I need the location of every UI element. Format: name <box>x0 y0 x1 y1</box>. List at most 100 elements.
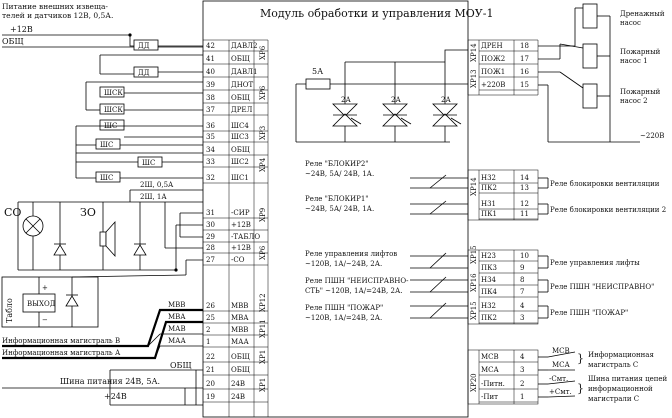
pin-label: ПК4 <box>481 288 498 296</box>
pshn-fire-out: Реле ПШН "ПОЖАР" <box>550 309 628 317</box>
connector-label: ХР15 <box>470 301 478 320</box>
pin-number: 35 <box>206 133 215 141</box>
thyristor: 2А <box>332 96 362 127</box>
pin-label: ОБЩ <box>231 366 250 374</box>
connector-label: ХР15 <box>470 245 478 264</box>
pin-number: 41 <box>206 55 215 63</box>
obsh-label-2: ОБЩ <box>170 361 192 370</box>
relay-lift-l2: ~120В, 1А/~24В, 2А. <box>305 260 382 268</box>
svg-text:+: + <box>42 284 48 292</box>
pin-number: 30 <box>206 221 215 229</box>
info-c-desc2-l3: магистрали С <box>588 395 639 403</box>
pin-label: -ТАБЛО <box>231 233 260 241</box>
pin-number: 36 <box>206 122 215 130</box>
current-label-2: 2Ш, 1А <box>140 193 167 201</box>
info-mag-b: Информационная магистраль В <box>2 337 120 345</box>
exit-box-label: ВЫХОД <box>27 300 56 308</box>
pin-number: 10 <box>520 252 529 260</box>
pin-label: ОБЩ <box>231 353 250 361</box>
pin-number: 38 <box>206 94 215 102</box>
pin-number: 14 <box>520 174 529 182</box>
tablo-block: Табло ВЫХОД + − <box>1 276 99 328</box>
connector-label: ХР4 <box>259 157 267 172</box>
svg-text:ШСК: ШСК <box>104 106 123 114</box>
plus24-label: +24В <box>104 392 127 401</box>
diode-icon <box>53 202 67 270</box>
relay-lift-l1: Реле управления лифтов <box>305 250 397 258</box>
pin-label: Н32 <box>481 174 496 182</box>
sensor-box: ШСК <box>99 103 125 115</box>
pin-label: -СО <box>231 256 245 264</box>
pin-number: 28 <box>206 244 215 252</box>
connector-label: ХР14 <box>470 177 478 196</box>
pin-label: ШС4 <box>231 122 249 130</box>
pin-label: -Пит <box>481 393 498 401</box>
pin-label: ОБЩ <box>231 55 250 63</box>
pin-label: +12В <box>231 244 251 252</box>
pin-label: ШС3 <box>231 133 249 141</box>
power-bus-label: Шина питания 24В, 5А. <box>60 377 160 386</box>
pin-label: МВВ <box>231 326 248 334</box>
pin-number: 7 <box>520 288 524 296</box>
info-mag-a: Информационная магистраль А <box>2 349 121 357</box>
info-c-desc1-l1: Информационная <box>588 351 654 359</box>
power-note-line2: телей и датчиков 12В, 0,5А. <box>2 11 113 20</box>
pin-number: 20 <box>206 380 215 388</box>
connector-label: ХР16 <box>470 273 478 292</box>
relay-contact <box>410 302 468 319</box>
pin-number: 3 <box>520 314 524 322</box>
sensor-bus <box>75 35 203 179</box>
zo-label: ЗО <box>80 206 96 219</box>
pin-label: 24В <box>231 393 245 401</box>
pin-label: ОБЩ <box>231 146 250 154</box>
pump-drain-l1: Дренажный <box>620 10 665 18</box>
pin-block-frame <box>467 249 539 325</box>
pin-label: ПК3 <box>481 264 497 272</box>
pin-label: Н34 <box>481 276 497 284</box>
pin-label: -Питн. <box>481 380 505 388</box>
relay-block2-l1: Реле "БЛОКИР2" <box>305 160 369 168</box>
pin-number: 16 <box>520 68 529 76</box>
siren-lamp-circuit <box>17 189 203 275</box>
pin-label: Н32 <box>481 302 496 310</box>
so-label: СО <box>4 206 21 219</box>
pin-label: ШС2 <box>231 158 249 166</box>
pump-fire2-l2: насос 2 <box>620 97 648 105</box>
pin-label: +220В <box>481 81 505 89</box>
pin-label: ШС1 <box>231 174 249 182</box>
diode-icon-2 <box>133 202 147 270</box>
pin-number: 18 <box>520 42 529 50</box>
info-bus-lines: МВВ МВА МАВ МАА <box>2 301 203 360</box>
thyristor: 2А <box>382 96 412 127</box>
svg-text:2А: 2А <box>441 96 451 104</box>
fuse-label: 5А <box>312 67 323 76</box>
pin-label: +12В <box>231 221 251 229</box>
relay-fault-l1: Реле ПШН "НЕИСПРАВНО- <box>305 277 409 285</box>
relay-block1-l1: Реле "БЛОКИР1" <box>305 195 369 203</box>
svg-text:МАА: МАА <box>168 337 186 345</box>
pin-label: -СИР <box>231 209 250 217</box>
pin-block-frame <box>467 169 539 221</box>
pin-number: 12 <box>520 200 529 208</box>
right-pin-grid <box>467 39 539 96</box>
sensor-box: ДД <box>133 66 159 78</box>
pin-number: 32 <box>206 174 215 182</box>
pump-outputs <box>538 3 640 143</box>
pin-number: 27 <box>206 256 215 264</box>
power-note-line1: Питание внешних извеща- <box>2 2 108 11</box>
svg-text:ШС: ШС <box>100 141 113 149</box>
info-c-desc2-l2: информационной <box>588 385 653 393</box>
pin-number: 29 <box>206 233 215 241</box>
pump-fire1-l2: насос 1 <box>620 57 648 65</box>
pin-block-frame <box>467 349 539 405</box>
pin-label: МСА <box>481 366 500 374</box>
pin-number: 3 <box>520 366 524 374</box>
brace-bottom: } <box>577 382 584 395</box>
pin-label: ПОЖ2 <box>481 55 505 63</box>
svg-text:МАВ: МАВ <box>168 325 186 333</box>
connector-label: ХР6 <box>259 245 267 260</box>
